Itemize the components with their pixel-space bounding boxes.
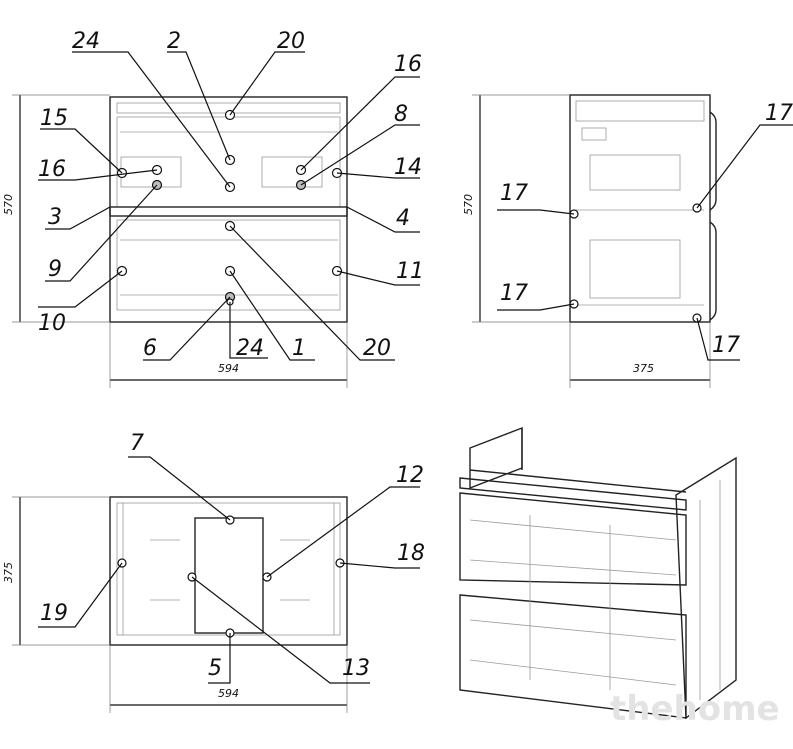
side-height-label: 570 — [462, 194, 475, 215]
callout-top-12: 12 — [396, 463, 424, 488]
side-view: 570 375 17 17 17 17 — [462, 94, 793, 388]
callout-front-20-top: 20 — [277, 29, 305, 54]
callout-front-3: 3 — [48, 205, 62, 230]
top-width-label: 594 — [218, 687, 239, 700]
callout-top-5: 5 — [208, 656, 222, 681]
callout-front-2: 2 — [167, 29, 181, 54]
side-cabinet-outline — [569, 94, 711, 323]
callout-front-8: 8 — [394, 102, 408, 127]
callout-side-17-a: 17 — [500, 181, 528, 206]
callout-front-4: 4 — [396, 206, 410, 231]
top-cabinet-outline — [109, 496, 348, 646]
callout-front-9: 9 — [48, 257, 62, 282]
callout-front-16-right: 16 — [394, 52, 422, 77]
front-height-label: 570 — [2, 194, 15, 215]
callout-side-17-d: 17 — [712, 333, 740, 358]
watermark: thehome — [610, 689, 780, 729]
callout-front-15: 15 — [40, 106, 68, 131]
iso-upper-drawer — [459, 492, 687, 586]
callout-front-16-left: 16 — [38, 157, 66, 182]
callout-front-6: 6 — [143, 336, 157, 361]
front-view: 570 594 24 2 20 16 15 8 16 14 3 4 9 11 1… — [2, 29, 424, 388]
callout-top-18: 18 — [397, 541, 425, 566]
callout-front-20-bottom: 20 — [363, 336, 391, 361]
front-drawer-divider — [109, 206, 348, 217]
side-depth-label: 375 — [633, 362, 654, 375]
iso-lower-drawer — [459, 594, 687, 719]
callout-front-11: 11 — [396, 259, 424, 284]
callout-front-14: 14 — [394, 155, 422, 180]
callout-front-1: 1 — [292, 336, 306, 361]
callout-top-19: 19 — [40, 601, 68, 626]
callout-top-7: 7 — [130, 431, 144, 456]
front-width-label: 594 — [218, 362, 239, 375]
callout-front-10: 10 — [38, 311, 66, 336]
callout-side-17-c: 17 — [765, 101, 793, 126]
front-cabinet-outline — [109, 96, 348, 323]
iso-side-panel — [675, 456, 737, 720]
top-view: 375 594 7 12 18 19 5 13 — [2, 431, 425, 713]
top-depth-label: 375 — [2, 562, 15, 583]
callout-side-17-b: 17 — [500, 281, 528, 306]
isometric-view — [459, 426, 737, 720]
callout-top-13: 13 — [342, 656, 370, 681]
iso-back-panel — [469, 426, 523, 490]
callout-front-24-top: 24 — [72, 29, 100, 54]
callout-front-24-bottom: 24 — [236, 336, 264, 361]
